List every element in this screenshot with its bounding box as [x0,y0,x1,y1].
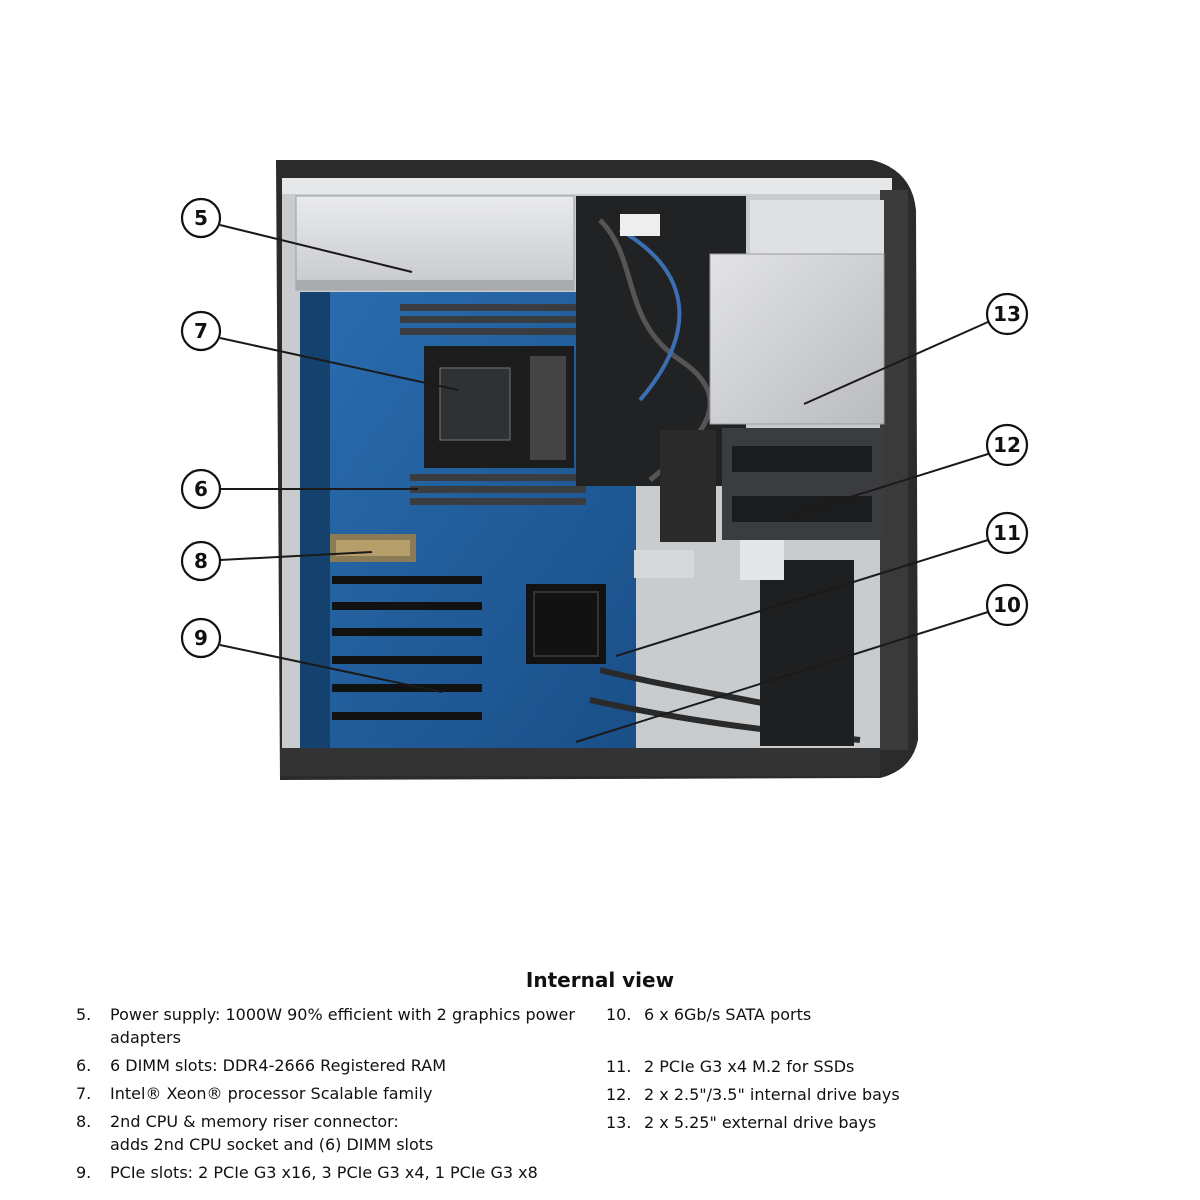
external-drive-bays [709,200,885,425]
callout-10-label: 10 [993,593,1021,617]
callout-5-label: 5 [194,206,208,230]
legend-item-12: 12. 2 x 2.5"/3.5" internal drive bays [606,1083,1106,1106]
callout-8-label: 8 [194,549,208,573]
chipset-heatsink [526,584,606,664]
legend-number: 12. [606,1085,632,1104]
legend-number: 6. [76,1056,92,1075]
legend-text: 6 x 6Gb/s SATA ports [644,1005,812,1024]
lower-drive-cage [634,540,854,746]
legend-number: 7. [76,1084,92,1103]
riser-connector [330,534,416,562]
legend-left-column: 5. Power supply: 1000W 90% efficient wit… [76,1003,596,1189]
callout-11: 11 [985,511,1029,555]
legend-item-8: 8. 2nd CPU & memory riser connector: add… [76,1110,596,1156]
callout-6: 6 [180,468,222,510]
callout-6-label: 6 [194,477,208,501]
callout-13: 13 [985,292,1029,336]
legend-number: 13. [606,1113,632,1132]
leader-lines [219,224,989,743]
legend-item-11: 11. 2 PCIe G3 x4 M.2 for SSDs [606,1055,1106,1078]
callout-13-label: 13 [993,302,1021,326]
callout-5: 5 [180,197,222,239]
workstation-internal-diagram: 5 7 6 8 9 13 12 11 10 [180,160,1029,780]
legend-text: 2 PCIe G3 x4 M.2 for SSDs [644,1057,855,1076]
legend-item-13: 13. 2 x 5.25" external drive bays [606,1111,1106,1134]
legend-text: Power supply: 1000W 90% efficient with 2… [110,1005,575,1047]
legend-item-6: 6. 6 DIMM slots: DDR4-2666 Registered RA… [76,1054,596,1077]
callout-10: 10 [985,583,1029,627]
legend-text: PCIe slots: 2 PCIe G3 x16, 3 PCIe G3 x4,… [110,1163,538,1182]
legend-spacer [606,1031,1106,1055]
legend-number: 8. [76,1112,92,1131]
legend-number: 5. [76,1005,92,1024]
internal-drive-bays [660,428,884,542]
callout-11-label: 11 [993,521,1021,545]
caption-title: Internal view [525,968,675,992]
legend-text: 2nd CPU & memory riser connector: adds 2… [110,1112,434,1154]
callout-7-label: 7 [194,319,208,343]
pcie-slots [332,576,482,720]
legend-number: 10. [606,1005,632,1024]
callout-9-label: 9 [194,626,208,650]
cpu-socket [424,346,574,468]
legend-item-9: 9. PCIe slots: 2 PCIe G3 x16, 3 PCIe G3 … [76,1161,596,1184]
legend-item-5: 5. Power supply: 1000W 90% efficient wit… [76,1003,596,1049]
legend-item-10: 10. 6 x 6Gb/s SATA ports [606,1003,1106,1026]
legend-number: 11. [606,1057,632,1076]
callout-7: 7 [180,310,222,352]
legend-text: Intel® Xeon® processor Scalable family [110,1084,433,1103]
callout-8: 8 [180,540,222,582]
power-supply [295,195,575,291]
callout-12-label: 12 [993,433,1021,457]
legend-number: 9. [76,1163,92,1182]
callout-12: 12 [985,423,1029,467]
legend-text: 2 x 5.25" external drive bays [644,1113,877,1132]
legend-text: 2 x 2.5"/3.5" internal drive bays [644,1085,900,1104]
legend-right-column: 10. 6 x 6Gb/s SATA ports 11. 2 PCIe G3 x… [606,1003,1106,1139]
callout-9: 9 [180,617,222,659]
dimm-slots [400,304,596,505]
legend-item-7: 7. Intel® Xeon® processor Scalable famil… [76,1082,596,1105]
legend-text: 6 DIMM slots: DDR4-2666 Registered RAM [110,1056,446,1075]
